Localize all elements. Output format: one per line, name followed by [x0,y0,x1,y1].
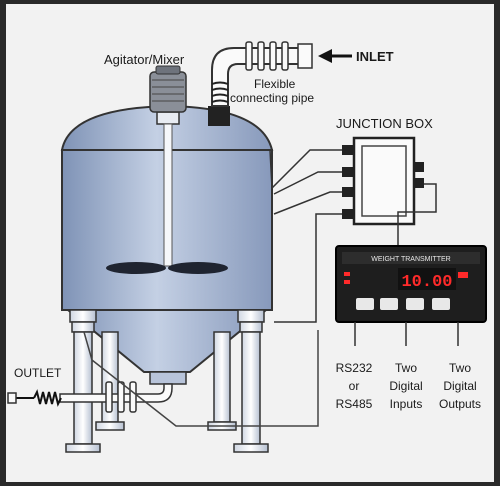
outlet-label: OUTLET [14,366,62,380]
flexible-label-line2: connecting pipe [230,91,314,105]
flexible-bellows [211,81,229,103]
arrow-left-icon [318,49,352,63]
transmitter-display [398,268,456,290]
flexible-label-line1: Flexible [254,77,296,91]
load-cell-cables [269,149,342,323]
tank-outlet-neck [149,371,187,385]
two-outputs-label: Two [449,361,471,375]
transmitter-title: WEIGHT TRANSMITTER [371,256,450,263]
inlet-pipe [208,41,313,126]
motor-icon [149,65,187,113]
or-label: or [349,379,360,393]
inlet-nozzle [208,106,230,126]
outlet-pipe [7,381,173,413]
outlet-spring [33,389,62,407]
rs485-label: RS485 [336,397,373,411]
weight-transmitter [335,245,487,323]
transmitter-button-1[interactable] [356,298,374,310]
digital-inputs-label: Digital [389,379,422,393]
outputs-label: Outputs [439,397,481,411]
junction-box-icon [342,136,437,246]
rs232-label: RS232 [336,361,373,375]
output-leader-lines [354,322,459,346]
digital-outputs-label: Digital [443,379,476,393]
inlet-label: INLET [356,49,394,64]
agitator-blade-right [168,262,228,274]
transmitter-readout: 10.00 [401,273,452,292]
transmitter-button-3[interactable] [406,298,424,310]
agitator-shaft [163,123,173,267]
load-cell-cable-left [83,330,319,427]
junction-box-label: JUNCTION BOX [336,116,433,131]
agitator-label: Agitator/Mixer [104,52,185,67]
transmitter-button-4[interactable] [432,298,450,310]
agitator-blade-left [106,262,166,274]
transmitter-button-2[interactable] [380,298,398,310]
two-inputs-label: Two [395,361,417,375]
inputs-label: Inputs [390,397,423,411]
